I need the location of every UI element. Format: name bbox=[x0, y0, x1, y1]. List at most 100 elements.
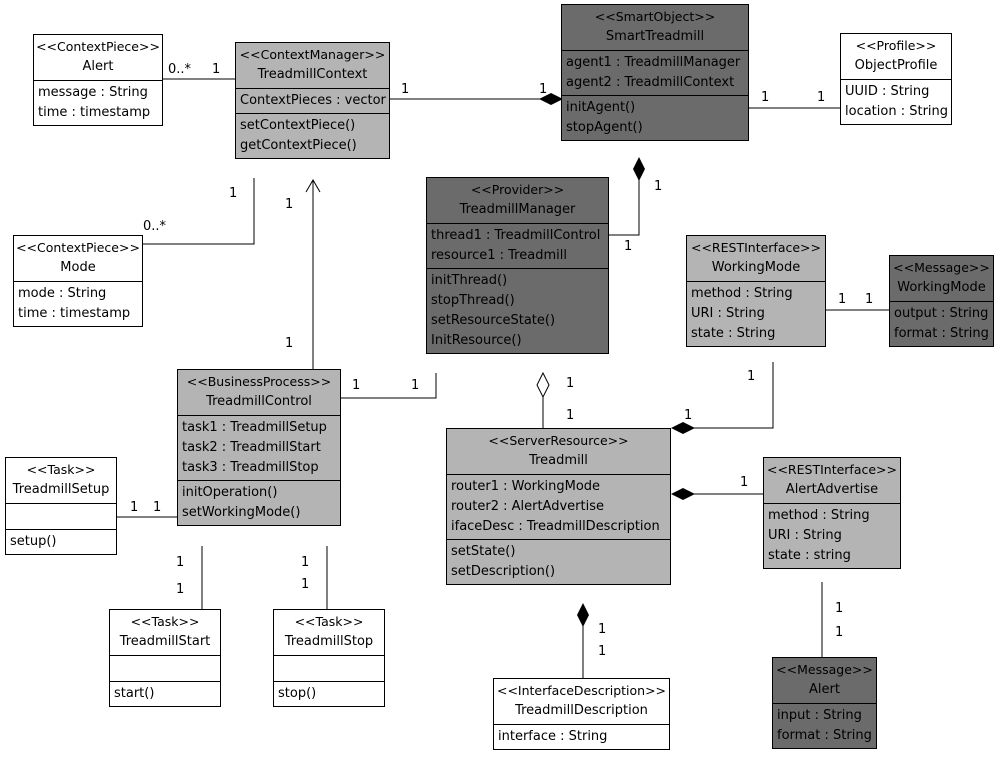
attributes-compartment: mode : String time : timestamp bbox=[14, 281, 142, 326]
attribute: UUID : String bbox=[845, 84, 930, 99]
operation: start() bbox=[114, 686, 155, 701]
class-treadmill-context[interactable]: <<ContextManager>> TreadmillContext Cont… bbox=[235, 42, 390, 159]
class-header: <<RESTInterface>> WorkingMode bbox=[687, 236, 825, 281]
operation: initThread() bbox=[431, 273, 508, 288]
class-header: <<ContextPiece>> Mode bbox=[14, 236, 142, 281]
class-object-profile[interactable]: <<Profile>> ObjectProfile UUID : String … bbox=[840, 33, 952, 125]
class-treadmill-setup[interactable]: <<Task>> TreadmillSetup setup() bbox=[5, 457, 117, 555]
attribute: format : String bbox=[894, 326, 989, 341]
class-treadmill-manager[interactable]: <<Provider>> TreadmillManager thread1 : … bbox=[426, 177, 609, 354]
multiplicity-label: 0..* bbox=[168, 62, 192, 77]
class-header: <<Message>> Alert bbox=[773, 658, 876, 703]
multiplicity-label: 1 bbox=[817, 90, 826, 105]
operation: initAgent() bbox=[566, 100, 636, 115]
attributes-compartment: task1 : TreadmillSetup task2 : Treadmill… bbox=[178, 415, 340, 480]
multiplicity-label: 1 bbox=[865, 292, 874, 307]
operation: setup() bbox=[10, 534, 57, 549]
stereotype: <<BusinessProcess>> bbox=[186, 374, 332, 389]
multiplicity-label: 1 bbox=[285, 197, 294, 212]
class-alert-message[interactable]: <<Message>> Alert input : String format … bbox=[772, 657, 877, 749]
operations-compartment: stop() bbox=[274, 681, 384, 706]
multiplicity-label: 1 bbox=[598, 622, 607, 637]
composition-diamond-treadmill-wm bbox=[671, 422, 695, 434]
attributes-compartment: method : String URI : String state : Str… bbox=[687, 281, 825, 346]
class-workingmode-rest[interactable]: <<RESTInterface>> WorkingMode method : S… bbox=[686, 235, 826, 347]
attribute: location : String bbox=[845, 104, 949, 119]
operation: stopAgent() bbox=[566, 120, 643, 135]
attributes-compartment bbox=[274, 655, 384, 681]
attributes-compartment: UUID : String location : String bbox=[841, 79, 951, 124]
attribute: agent1 : TreadmillManager bbox=[566, 55, 741, 70]
attribute: ContextPieces : vector bbox=[240, 93, 386, 108]
multiplicity-label: 1 bbox=[835, 601, 844, 616]
multiplicity-label: 0..* bbox=[143, 219, 167, 234]
attribute: method : String bbox=[691, 286, 793, 301]
stereotype: <<ContextManager>> bbox=[239, 47, 386, 62]
multiplicity-label: 1 bbox=[285, 336, 294, 351]
class-treadmill[interactable]: <<ServerResource>> Treadmill router1 : W… bbox=[446, 428, 671, 585]
attributes-compartment: agent1 : TreadmillManager agent2 : Tread… bbox=[562, 50, 748, 95]
operation: InitResource() bbox=[431, 333, 522, 348]
operation: setDescription() bbox=[451, 564, 556, 579]
multiplicity-label: 1 bbox=[740, 475, 749, 490]
class-treadmill-control[interactable]: <<BusinessProcess>> TreadmillControl tas… bbox=[177, 369, 341, 526]
attributes-compartment: thread1 : TreadmillControl resource1 : T… bbox=[427, 223, 608, 268]
class-name: TreadmillStop bbox=[284, 634, 374, 649]
attribute: input : String bbox=[777, 708, 862, 723]
class-smart-treadmill[interactable]: <<SmartObject>> SmartTreadmill agent1 : … bbox=[561, 4, 749, 141]
class-treadmill-stop[interactable]: <<Task>> TreadmillStop stop() bbox=[273, 609, 385, 707]
multiplicity-label: 1 bbox=[401, 82, 410, 97]
class-name: TreadmillStart bbox=[119, 634, 211, 649]
class-name: SmartTreadmill bbox=[605, 29, 705, 44]
attributes-compartment bbox=[6, 503, 116, 529]
class-alert-context[interactable]: <<ContextPiece>> Alert message : String … bbox=[33, 34, 163, 126]
class-alert-advertise[interactable]: <<RESTInterface>> AlertAdvertise method … bbox=[763, 457, 901, 569]
composition-diamond-treadmill-desc bbox=[577, 603, 589, 627]
multiplicity-label: 1 bbox=[598, 644, 607, 659]
multiplicity-label: 1 bbox=[835, 625, 844, 640]
composition-diamond-treadmill-aa bbox=[671, 488, 695, 500]
operation: setState() bbox=[451, 544, 516, 559]
multiplicity-label: 1 bbox=[176, 582, 185, 597]
class-workingmode-message[interactable]: <<Message>> WorkingMode output : String … bbox=[889, 255, 994, 347]
class-name: WorkingMode bbox=[711, 260, 801, 275]
attribute: task3 : TreadmillStop bbox=[182, 460, 319, 475]
attributes-compartment: interface : String bbox=[494, 724, 669, 749]
multiplicity-label: 1 bbox=[539, 82, 548, 97]
attribute: router1 : WorkingMode bbox=[451, 479, 601, 494]
multiplicity-label: 1 bbox=[130, 500, 139, 515]
class-header: <<Task>> TreadmillStop bbox=[274, 610, 384, 655]
class-name: ObjectProfile bbox=[854, 58, 938, 73]
attributes-compartment bbox=[110, 655, 220, 681]
operations-compartment: setState() setDescription() bbox=[447, 539, 670, 584]
attribute: output : String bbox=[894, 306, 989, 321]
multiplicity-label: 1 bbox=[411, 378, 420, 393]
multiplicity-label: 1 bbox=[229, 186, 238, 201]
operations-compartment: start() bbox=[110, 681, 220, 706]
attributes-compartment: method : String URI : String state : str… bbox=[764, 503, 900, 568]
attributes-compartment: input : String format : String bbox=[773, 703, 876, 748]
class-header: <<InterfaceDescription>> TreadmillDescri… bbox=[494, 679, 669, 724]
stereotype: <<Message>> bbox=[776, 662, 873, 677]
class-name: TreadmillDescription bbox=[515, 703, 648, 718]
operations-compartment: initAgent() stopAgent() bbox=[562, 95, 748, 140]
class-treadmill-description[interactable]: <<InterfaceDescription>> TreadmillDescri… bbox=[493, 678, 670, 750]
stereotype: <<ServerResource>> bbox=[488, 433, 629, 448]
operation: stop() bbox=[278, 686, 317, 701]
stereotype: <<Task>> bbox=[130, 614, 200, 629]
stereotype: <<Provider>> bbox=[470, 182, 565, 197]
class-treadmill-start[interactable]: <<Task>> TreadmillStart start() bbox=[109, 609, 221, 707]
class-header: <<SmartObject>> SmartTreadmill bbox=[562, 5, 748, 50]
attribute: ifaceDesc : TreadmillDescription bbox=[451, 519, 660, 534]
class-header: <<Provider>> TreadmillManager bbox=[427, 178, 608, 223]
stereotype: <<Task>> bbox=[26, 462, 96, 477]
class-name: Alert bbox=[82, 59, 114, 74]
operation: setResourceState() bbox=[431, 313, 556, 328]
class-name: TreadmillContext bbox=[257, 67, 368, 82]
multiplicity-label: 1 bbox=[153, 500, 162, 515]
stereotype: <<SmartObject>> bbox=[594, 9, 716, 24]
class-header: <<Task>> TreadmillSetup bbox=[6, 458, 116, 503]
attribute: message : String bbox=[38, 85, 148, 100]
class-mode-context[interactable]: <<ContextPiece>> Mode mode : String time… bbox=[13, 235, 143, 327]
multiplicity-label: 1 bbox=[352, 378, 361, 393]
